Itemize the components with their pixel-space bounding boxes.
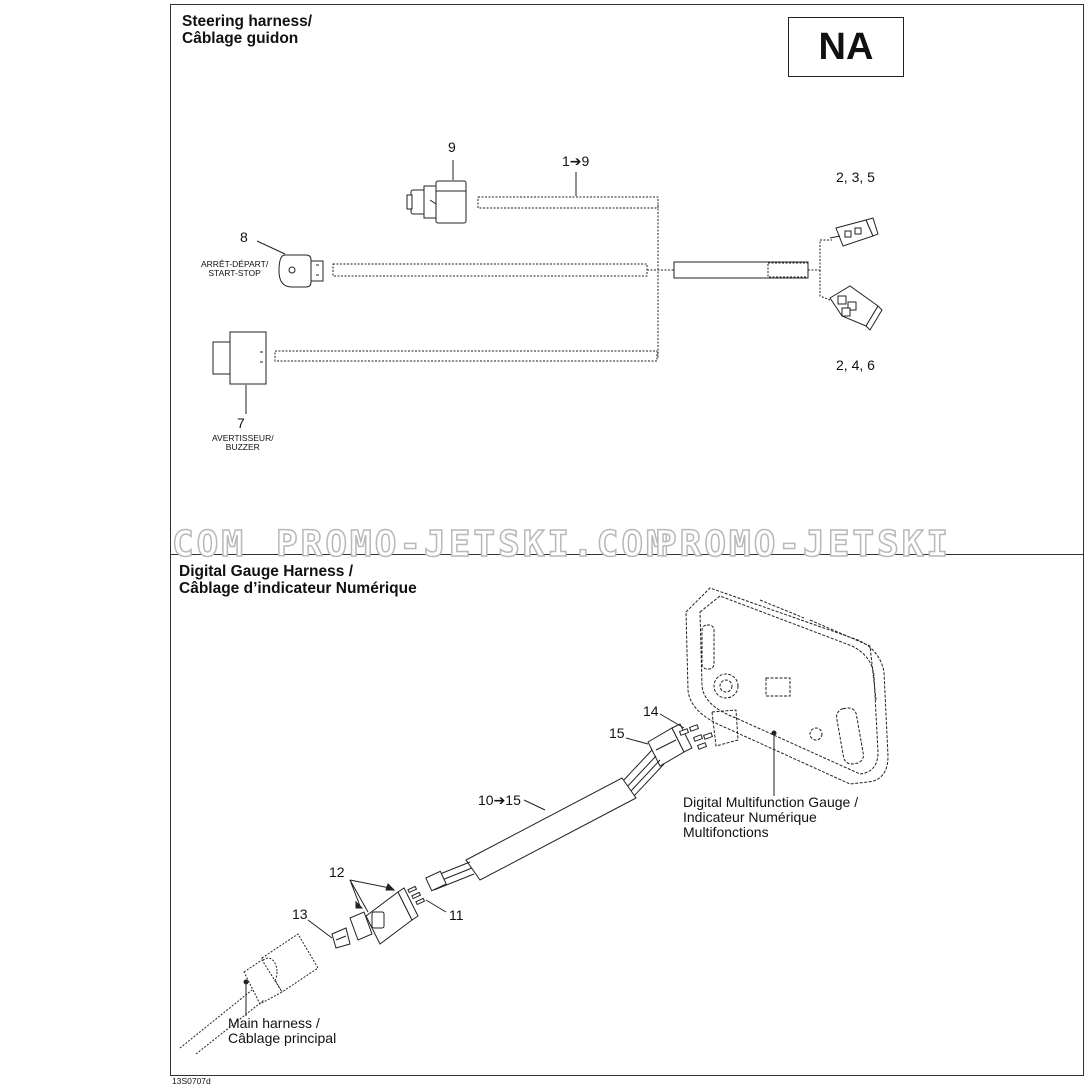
watermark-middle: PROMO-JETSKI.COM	[275, 523, 671, 566]
title-line-1: Steering harness/	[182, 13, 313, 30]
label-part-15: 15	[609, 725, 625, 741]
section-divider	[170, 554, 1084, 555]
main-harness-line-2: Câblage principal	[228, 1030, 337, 1046]
main-bundle	[673, 261, 809, 279]
part-15-connector	[647, 723, 693, 767]
main-harness-line-1: Main harness /	[228, 1015, 320, 1031]
steering-harness-title: Steering harness/ Câblage guidon	[182, 13, 312, 47]
label-parts-2-3-5: 2, 3, 5	[836, 169, 875, 185]
gauge-callout: Digital Multifunction Gauge / Indicateur…	[683, 795, 858, 840]
wire-8	[332, 263, 648, 277]
main-harness-connector	[243, 933, 319, 1005]
part-13-plug	[331, 927, 351, 949]
part-7-buzzer	[212, 331, 267, 385]
label-part-11: 11	[449, 907, 464, 923]
leader-12a	[349, 879, 361, 907]
leader-13	[307, 919, 333, 939]
part-12-connector	[365, 887, 419, 945]
part-9-connector	[406, 180, 467, 224]
part-11-seal	[425, 870, 447, 892]
title-line-1: Digital Gauge Harness /	[179, 563, 353, 580]
leader-12b	[349, 879, 391, 889]
label-part-8: 8	[240, 229, 248, 245]
leader-10-15	[523, 799, 546, 811]
label-part-12: 12	[329, 864, 345, 880]
label-start-stop: ARRÊT-DÉPART/ START-STOP	[201, 260, 268, 278]
diagram-frame	[170, 4, 1084, 1076]
buzzer-fr: AVERTISSEUR/	[212, 433, 274, 443]
leader-12c	[349, 879, 369, 913]
wire-7	[274, 350, 658, 362]
connector-2-3-5	[829, 217, 879, 247]
title-line-2: Câblage guidon	[182, 30, 299, 47]
label-part-9: 9	[448, 139, 456, 155]
harness-sleeve	[465, 777, 637, 881]
gauge-callout-line-2: Indicateur Numérique	[683, 809, 817, 825]
start-stop-en: START-STOP	[208, 268, 261, 278]
label-range-1-9: 1➔9	[562, 153, 590, 169]
part-14-terminals	[678, 724, 714, 750]
label-part-7: 7	[237, 415, 245, 431]
digital-gauge-harness-title: Digital Gauge Harness / Câblage d’indica…	[179, 563, 417, 597]
start-stop-fr: ARRÊT-DÉPART/	[201, 259, 269, 269]
wire-9	[477, 196, 659, 209]
leader-14	[659, 713, 685, 729]
watermark-right: PROMO-JETSKI	[654, 523, 952, 566]
leader-11	[425, 899, 447, 913]
leader-8	[256, 240, 286, 255]
drawing-code: 13S0707d	[172, 1076, 211, 1086]
leader-15	[625, 737, 649, 745]
title-line-2: Câblage d’indicateur Numérique	[179, 580, 417, 597]
region-badge: NA	[788, 17, 904, 77]
label-part-14: 14	[643, 703, 659, 719]
gauge-callout-line-1: Digital Multifunction Gauge /	[683, 794, 859, 810]
buzzer-en: BUZZER	[225, 442, 260, 452]
connector-2-4-6	[829, 285, 883, 331]
label-buzzer: AVERTISSEUR/ BUZZER	[212, 434, 274, 452]
gauge-callout-line-3: Multifonctions	[683, 824, 769, 840]
label-range-10-15: 10➔15	[478, 792, 521, 808]
label-parts-2-4-6: 2, 4, 6	[836, 357, 875, 373]
label-part-13: 13	[292, 906, 308, 922]
digital-gauge-body	[685, 587, 889, 785]
main-harness-callout: Main harness / Câblage principal	[228, 1016, 336, 1046]
part-8-switch	[278, 254, 324, 288]
part-12-gasket	[349, 911, 373, 941]
watermark-left: COM	[171, 523, 247, 566]
